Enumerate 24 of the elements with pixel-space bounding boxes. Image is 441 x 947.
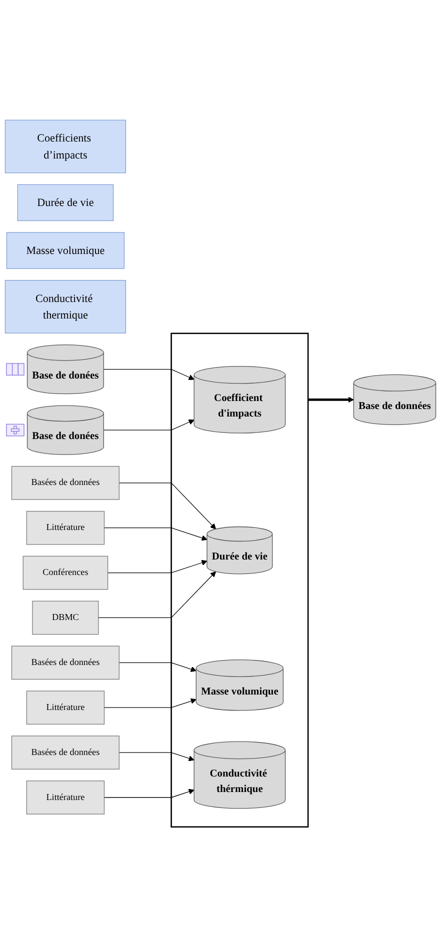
node-box: Masse volumique — [6, 232, 125, 269]
node-box: Basées de données — [11, 646, 120, 680]
node-box: Conférences — [22, 556, 108, 590]
node-box: Littérature — [26, 780, 105, 814]
node-box: Durée de vie — [17, 184, 114, 222]
node-box: DBMC — [32, 600, 99, 635]
arrow — [118, 752, 194, 762]
arrow — [103, 369, 194, 380]
arrow — [118, 482, 216, 530]
arrow — [104, 698, 196, 708]
arrow — [118, 662, 196, 672]
node-box: Conductivité thermique — [4, 280, 126, 334]
arrow — [104, 528, 208, 541]
arrow — [107, 560, 208, 574]
arrow — [104, 788, 194, 798]
node-box: Littérature — [26, 510, 105, 545]
arrow — [103, 419, 194, 430]
arrow — [308, 396, 354, 403]
node-box: Basées de données — [11, 736, 120, 770]
node-box: Coefficients d’impacts — [4, 120, 126, 174]
node-box: Littérature — [26, 690, 105, 725]
cluster — [170, 332, 309, 828]
node-box: Basées de données — [11, 466, 120, 500]
arrow — [98, 571, 216, 618]
